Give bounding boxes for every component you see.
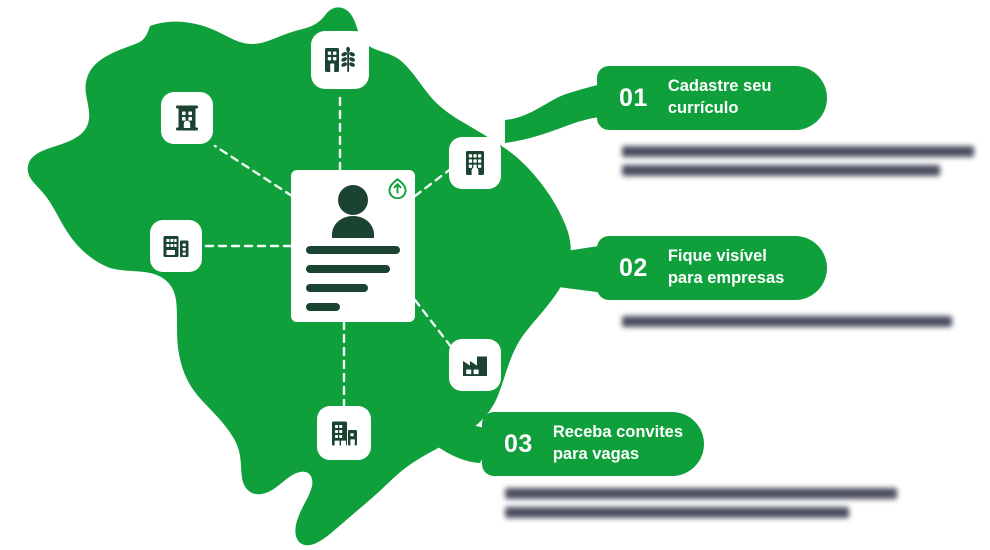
callout-3-body-redacted xyxy=(505,488,897,526)
callout-3[interactable]: 03 Receba convites para vagas xyxy=(482,412,704,476)
office-building-icon xyxy=(172,103,202,133)
tower-building-icon xyxy=(460,148,490,178)
callout-1[interactable]: 01 Cadastre seu currículo xyxy=(597,66,827,130)
building-complex-icon xyxy=(329,418,360,449)
connector-to-factory xyxy=(413,298,454,350)
card-text-line xyxy=(306,246,400,254)
callout-number: 02 xyxy=(619,253,648,282)
card-text-line xyxy=(306,265,390,273)
profile-card[interactable] xyxy=(291,170,415,322)
callout-title: Fique visível para empresas xyxy=(667,247,785,287)
leaf-arrow-logo-icon xyxy=(388,177,407,204)
dashed-connectors xyxy=(202,90,454,408)
marker-agribusiness[interactable] xyxy=(311,31,369,89)
callout-1-body-redacted xyxy=(622,146,974,184)
callout-title: Receba convites para vagas xyxy=(552,423,684,463)
marker-tower[interactable] xyxy=(449,137,501,189)
two-buildings-icon xyxy=(161,231,191,261)
card-text-line xyxy=(306,303,340,311)
person-avatar-icon xyxy=(320,184,386,247)
callout-2-body-redacted xyxy=(622,316,952,335)
marker-duo[interactable] xyxy=(150,220,202,272)
card-text-line xyxy=(306,284,368,292)
marker-factory[interactable] xyxy=(449,339,501,391)
building-wheat-icon xyxy=(323,43,357,77)
factory-icon xyxy=(460,350,490,380)
marker-office[interactable] xyxy=(161,92,213,144)
callout-title: Cadastre seu currículo xyxy=(667,77,772,117)
marker-complex[interactable] xyxy=(317,406,371,460)
callout-stem-1 xyxy=(505,82,612,143)
connector-to-office xyxy=(213,144,294,198)
callout-2[interactable]: 02 Fique visível para empresas xyxy=(597,236,827,300)
callout-number: 01 xyxy=(619,83,648,112)
connector-to-tower xyxy=(413,166,454,198)
callout-number: 03 xyxy=(504,429,533,458)
